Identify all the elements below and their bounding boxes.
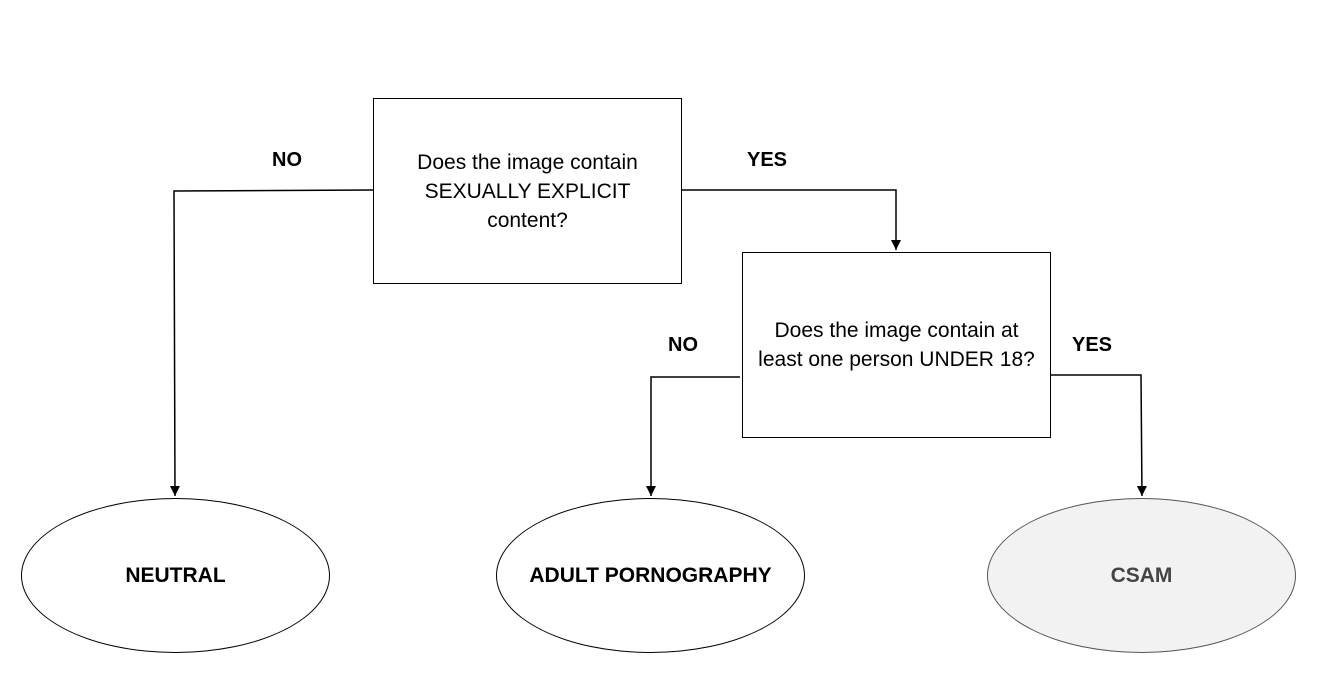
edge-q1-yes [682, 189, 901, 250]
question-explicit-content: Does the image contain SEXUALLY EXPLICIT… [373, 98, 682, 284]
question-under-18-text: Does the image contain at least one pers… [758, 319, 1035, 371]
outcome-adult-pornography-text: ADULT PORNOGRAPHY [529, 563, 772, 587]
edge-label-q2-no: NO [668, 334, 698, 356]
outcome-neutral: NEUTRAL [21, 498, 330, 653]
edge-q2-yes [1050, 374, 1147, 497]
edge-q1-no [169, 189, 374, 497]
edge-label-q2-yes: YES [1072, 334, 1113, 356]
edge-label-q1-yes: YES [747, 149, 788, 171]
outcome-csam-text: CSAM [1110, 563, 1173, 587]
outcome-adult-pornography: ADULT PORNOGRAPHY [496, 498, 805, 653]
outcome-neutral-text: NEUTRAL [125, 563, 226, 587]
edge-q2-no [646, 376, 740, 496]
edge-label-q1-no: NO [272, 149, 302, 171]
question-under-18: Does the image contain at least one pers… [742, 252, 1051, 438]
question-explicit-content-text: Does the image contain SEXUALLY EXPLICIT… [417, 150, 638, 232]
outcome-csam: CSAM [987, 498, 1296, 653]
